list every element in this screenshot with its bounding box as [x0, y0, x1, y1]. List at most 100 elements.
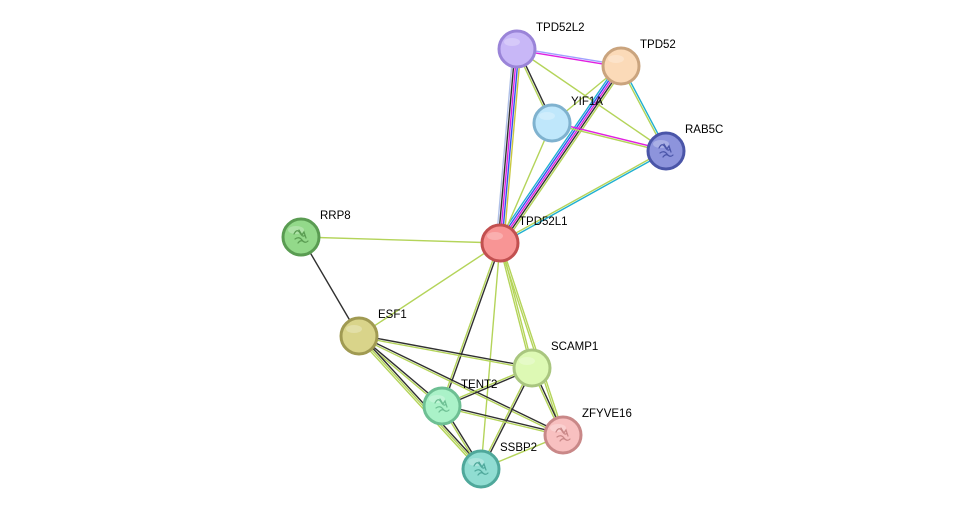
- node-highlight: [487, 232, 503, 240]
- edge-esf1-tpd52l1[interactable]: [358, 242, 501, 337]
- node-circle[interactable]: [422, 386, 462, 426]
- edge-evidence-line: [356, 336, 481, 471]
- node-circle[interactable]: [497, 29, 537, 69]
- node-circle[interactable]: [646, 131, 686, 171]
- node-label: ZFYVE16: [582, 408, 632, 420]
- edge-tpd52l1-zfyve16[interactable]: [498, 242, 565, 436]
- edge-evidence-line: [440, 241, 500, 407]
- edge-evidence-line: [441, 406, 564, 437]
- edge-evidence-line: [499, 48, 518, 244]
- edge-evidence-line: [300, 236, 501, 244]
- node-tpd52l1[interactable]: TPD52L1: [480, 216, 568, 263]
- protein-structure-icon: [434, 398, 450, 413]
- node-label: RRP8: [320, 210, 351, 222]
- edge-evidence-line: [497, 64, 621, 243]
- node-zfyve16[interactable]: ZFYVE16: [543, 408, 632, 455]
- edge-evidence-line: [500, 66, 624, 245]
- edge-yif1a-tpd52l1[interactable]: [499, 122, 553, 244]
- node-scamp1[interactable]: SCAMP1: [512, 341, 598, 388]
- edge-rrp8-tpd52l1[interactable]: [300, 236, 501, 244]
- edge-evidence-line: [498, 242, 532, 369]
- node-highlight: [288, 226, 304, 234]
- node-label: YIF1A: [571, 96, 603, 108]
- edge-tent2-zfyve16[interactable]: [441, 404, 564, 437]
- node-circle[interactable]: [512, 348, 552, 388]
- edges-layer: [300, 47, 668, 471]
- edge-evidence-line: [359, 334, 484, 469]
- node-ssbp2[interactable]: SSBP2: [461, 442, 537, 489]
- edge-evidence-line: [516, 48, 667, 152]
- node-esf1[interactable]: ESF1: [339, 309, 407, 356]
- edge-evidence-line: [497, 48, 516, 244]
- edge-evidence-line: [499, 151, 668, 245]
- edge-evidence-line: [357, 336, 564, 437]
- node-highlight: [519, 357, 535, 365]
- node-label: TPD52: [640, 39, 676, 51]
- edge-tpd52l2-tpd52l1[interactable]: [495, 47, 522, 245]
- edge-evidence-line: [441, 404, 564, 435]
- edge-evidence-line: [480, 242, 501, 470]
- edge-evidence-line: [442, 242, 502, 408]
- node-label: TPD52L2: [536, 22, 585, 34]
- protein-structure-icon: [555, 427, 571, 442]
- node-highlight: [539, 112, 555, 120]
- node-circle[interactable]: [543, 415, 583, 455]
- edge-tpd52l2-rab5c[interactable]: [516, 48, 667, 152]
- node-highlight: [608, 55, 624, 63]
- node-circle[interactable]: [601, 46, 641, 86]
- edge-evidence-line: [498, 242, 563, 436]
- node-circle[interactable]: [480, 223, 520, 263]
- node-tent2[interactable]: TENT2: [422, 379, 497, 426]
- edge-evidence-line: [499, 122, 553, 244]
- node-circle[interactable]: [532, 103, 572, 143]
- node-yif1a[interactable]: YIF1A: [532, 96, 603, 143]
- edge-esf1-scamp1[interactable]: [358, 334, 533, 370]
- edge-evidence-line: [358, 334, 533, 368]
- edge-esf1-ssbp2[interactable]: [356, 334, 484, 471]
- protein-structure-icon: [658, 143, 674, 158]
- node-label: SSBP2: [500, 442, 537, 454]
- node-label: TENT2: [461, 379, 497, 391]
- edge-tpd52l1-tent2[interactable]: [440, 241, 502, 408]
- node-highlight: [550, 424, 566, 432]
- edge-evidence-line: [358, 335, 482, 470]
- edge-evidence-line: [501, 48, 520, 244]
- node-highlight: [504, 38, 520, 46]
- node-highlight: [346, 325, 362, 333]
- node-circle[interactable]: [281, 217, 321, 257]
- edge-evidence-line: [551, 123, 667, 153]
- node-tpd52[interactable]: TPD52: [601, 39, 676, 86]
- node-circle[interactable]: [461, 449, 501, 489]
- edge-evidence-line: [358, 334, 565, 435]
- edge-esf1-zfyve16[interactable]: [357, 334, 565, 437]
- node-highlight: [653, 140, 669, 148]
- protein-structure-icon: [473, 461, 489, 476]
- edge-evidence-line: [500, 242, 565, 436]
- node-label: RAB5C: [685, 124, 723, 136]
- edge-yif1a-rab5c[interactable]: [551, 121, 667, 153]
- node-highlight: [468, 458, 484, 466]
- edge-evidence-line: [498, 149, 667, 243]
- edge-evidence-line: [496, 63, 619, 242]
- edge-evidence-line: [551, 121, 667, 151]
- edge-evidence-line: [502, 67, 625, 246]
- edge-tpd52-tpd52l1[interactable]: [496, 63, 625, 246]
- edge-evidence-line: [358, 242, 501, 337]
- node-tpd52l2[interactable]: TPD52L2: [497, 22, 585, 69]
- edge-evidence-line: [358, 336, 533, 370]
- edge-evidence-line: [503, 48, 522, 245]
- edge-rab5c-tpd52l1[interactable]: [498, 149, 668, 245]
- edge-evidence-line: [495, 47, 514, 244]
- node-rab5c[interactable]: RAB5C: [646, 124, 723, 171]
- node-label: SCAMP1: [551, 341, 598, 353]
- node-label: ESF1: [378, 309, 407, 321]
- edge-evidence-line: [499, 65, 622, 244]
- edge-tpd52l1-ssbp2[interactable]: [480, 242, 501, 470]
- node-rrp8[interactable]: RRP8: [281, 210, 351, 257]
- node-label: TPD52L1: [519, 216, 568, 228]
- node-circle[interactable]: [339, 316, 379, 356]
- node-highlight: [429, 395, 445, 403]
- protein-structure-icon: [293, 229, 309, 244]
